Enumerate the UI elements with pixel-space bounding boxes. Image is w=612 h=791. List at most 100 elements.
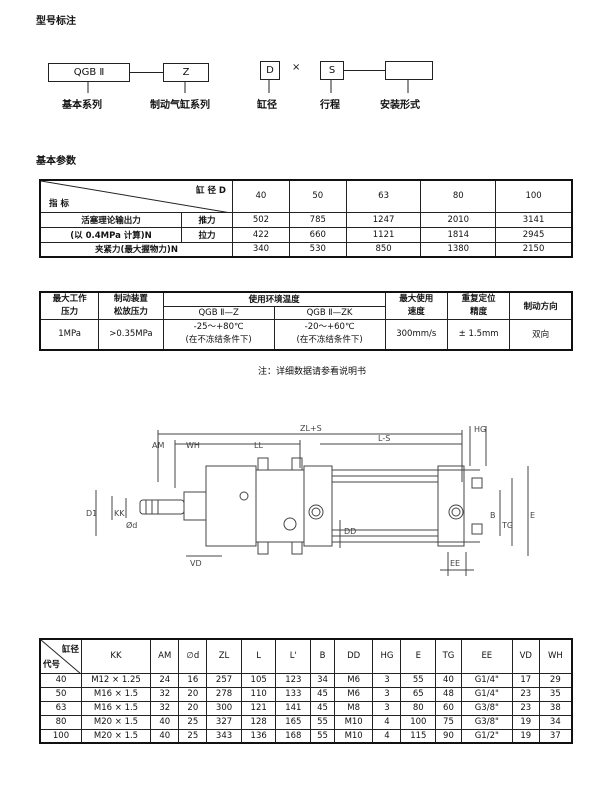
table-cell: M10	[333, 728, 374, 744]
table-cell: 55	[400, 672, 437, 688]
table-cell: 4	[372, 714, 402, 730]
bore-header: 50	[288, 179, 347, 213]
mid-cap	[303, 465, 333, 547]
table-cell: 35	[538, 686, 573, 702]
params-corner: 缸 径 D 指 标	[39, 179, 233, 213]
spec-header-line: 重复定位	[461, 294, 496, 304]
table-cell: M16 × 1.5	[81, 686, 151, 702]
label-brake-series: 制动气缸系列	[150, 100, 210, 111]
table-cell: 3	[372, 686, 402, 702]
spec-header-line: 松放压力	[113, 307, 148, 317]
row-label: 夹紧力(最大握物力)N	[39, 241, 233, 258]
bore-header: 80	[420, 179, 497, 213]
dims-header: L	[240, 638, 277, 674]
table-cell: G1/4"	[460, 672, 513, 688]
dims-header: TG	[435, 638, 462, 674]
table-cell: 2150	[495, 241, 573, 258]
spec-temp-zk: -20～+60℃ (在不冻结条件下)	[273, 319, 386, 350]
port	[239, 491, 249, 501]
table-cell: 19	[511, 728, 540, 744]
leader-lines	[87, 79, 409, 93]
spec-header-line: 压力	[61, 307, 79, 317]
dim-label-kk: KK	[114, 509, 125, 518]
table-cell: 90	[435, 728, 462, 744]
port	[308, 504, 324, 520]
table-cell: 343	[206, 728, 242, 744]
bore-cell: 63	[39, 700, 82, 716]
spec-header-line: 最大工作	[52, 294, 87, 304]
table-cell: G3/8"	[460, 700, 513, 716]
table-cell: 3	[372, 700, 402, 716]
params-corner-bottom: 指 标	[49, 198, 69, 209]
table-cell: 40	[149, 714, 180, 730]
bore-cell: 100	[39, 728, 82, 744]
table-cell: M10	[333, 714, 374, 730]
dash-line-2	[343, 70, 385, 71]
dims-corner-top: 缸径	[61, 645, 79, 655]
dash-line	[129, 72, 163, 73]
spec-speed: 300mm/s	[384, 319, 449, 350]
params-corner-top: 缸 径 D	[196, 186, 226, 196]
table-cell: 24	[149, 672, 180, 688]
rear-cap	[437, 465, 465, 547]
bore-cell: 50	[39, 686, 82, 702]
table-cell: 38	[538, 700, 573, 716]
table-cell: 34	[310, 672, 335, 688]
dim-label-d: Ød	[126, 520, 137, 530]
dim-label-wh: WH	[186, 441, 200, 450]
table-cell: 65	[400, 686, 437, 702]
table-cell: 300	[206, 700, 242, 716]
spec-direction: 双向	[509, 319, 573, 350]
dim-label-am: AM	[152, 441, 164, 450]
bore-cell: 80	[39, 714, 82, 730]
table-cell: 37	[538, 728, 573, 744]
brake-port	[283, 517, 297, 531]
spec-header-direction: 制动方向	[509, 291, 573, 320]
spec-table: 最大工作 压力 制动装置 松放压力 使用环境温度 最大使用 速度 重复定位 精度…	[39, 291, 573, 351]
dim-label-zl: ZL+S	[300, 424, 322, 433]
table-cell: M16 × 1.5	[81, 700, 151, 716]
table-cell: M6	[333, 686, 374, 702]
label-base-series: 基本系列	[62, 100, 102, 111]
brake-series-box: Z	[163, 63, 209, 82]
table-cell: 105	[240, 672, 277, 688]
table-cell: G1/2"	[460, 728, 513, 744]
table-cell: M20 × 1.5	[81, 714, 151, 730]
dim-label-vd: VD	[190, 559, 202, 568]
dims-table: 缸径 代号 KK AM ∅d ZL L L' B DD HG E TG EE V…	[39, 638, 573, 744]
table-cell: 278	[206, 686, 242, 702]
table-cell: 165	[275, 714, 312, 730]
params-table: 缸 径 D 指 标 40 50 63 80 100 活塞理论输出力 推力 502…	[39, 179, 573, 258]
table-cell: 19	[511, 714, 540, 730]
table-cell: 110	[240, 686, 277, 702]
spec-temp-line: -20～+60℃	[304, 322, 355, 333]
table-cell: 60	[435, 700, 462, 716]
label-stroke: 行程	[320, 100, 340, 111]
dims-header: ∅d	[178, 638, 208, 674]
spec-brake: >0.35MPa	[98, 319, 164, 350]
table-cell: G1/4"	[460, 686, 513, 702]
table-cell: 23	[511, 686, 540, 702]
dims-header: DD	[333, 638, 374, 674]
dims-header: WH	[538, 638, 573, 674]
spec-pressure: 1MPa	[39, 319, 100, 350]
model-heading: 型号标注	[36, 16, 76, 27]
table-cell: 40	[435, 672, 462, 688]
table-cell: 128	[240, 714, 277, 730]
table-cell: 32	[149, 686, 180, 702]
table-cell: 40	[149, 728, 180, 744]
port	[448, 504, 464, 520]
table-cell: 17	[511, 672, 540, 688]
table-cell: 168	[275, 728, 312, 744]
spec-header-brake: 制动装置 松放压力	[98, 291, 164, 320]
label-install: 安装形式	[380, 100, 420, 111]
table-cell: 530	[288, 241, 347, 258]
table-cell: 100	[400, 714, 437, 730]
table-cell: 55	[310, 714, 335, 730]
dim-label-ls: L-S	[378, 434, 390, 443]
table-cell: 123	[275, 672, 312, 688]
dims-header: AM	[149, 638, 180, 674]
